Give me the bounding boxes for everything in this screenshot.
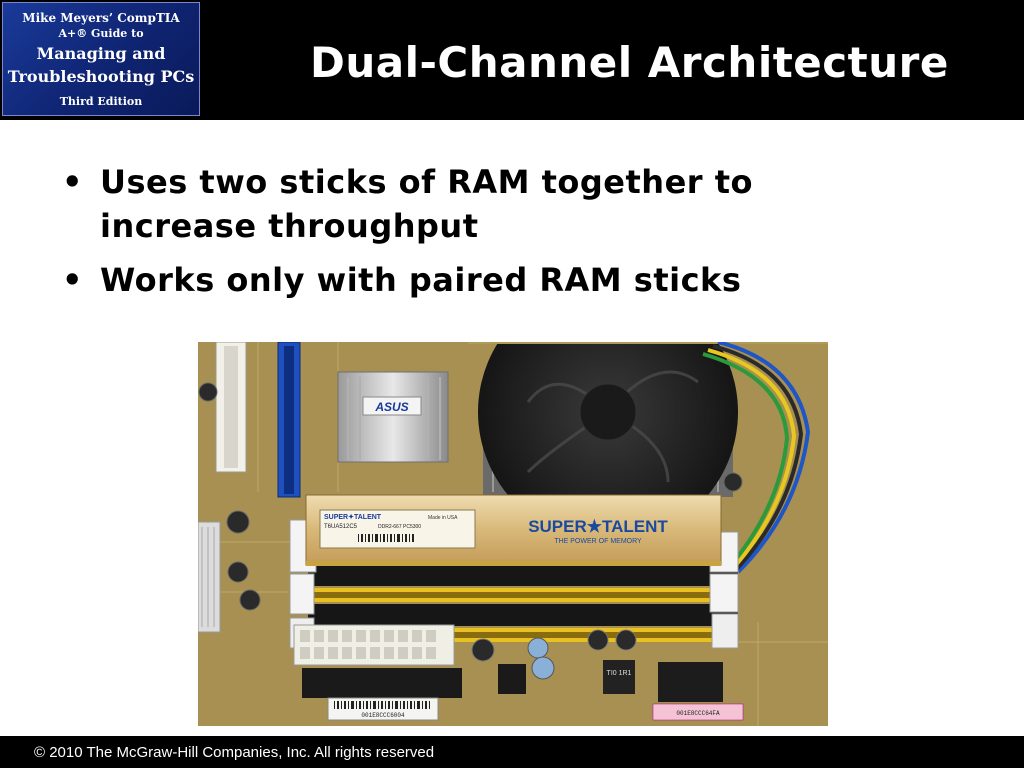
cpu-fan xyxy=(478,342,738,542)
mosfet-chip xyxy=(498,664,526,694)
header-bar: Mike Meyers’ CompTIA A+® Guide to Managi… xyxy=(0,0,1024,120)
book-line-3: Managing and xyxy=(36,44,166,63)
ram-sticker-spec: DDR2-667 PC5300 xyxy=(378,524,421,530)
bullet-item: • Works only with paired RAM sticks xyxy=(62,258,902,302)
footer-bar: © 2010 The McGraw-Hill Companies, Inc. A… xyxy=(0,736,1024,768)
tio-chip xyxy=(603,660,635,694)
book-line-5: Third Edition xyxy=(59,95,143,108)
barcode-left-text: 001E8CCC6004 xyxy=(361,712,405,719)
book-line-1: Mike Meyers’ CompTIA xyxy=(22,11,180,25)
ram-slot-black-2 xyxy=(308,604,738,626)
ram-tagline: THE POWER OF MEMORY xyxy=(554,538,642,545)
book-cover-logo: Mike Meyers’ CompTIA A+® Guide to Managi… xyxy=(2,2,200,116)
motherboard-photo: ASUS SUPER✦TALENT Made in USA T6UA512C5 … xyxy=(198,342,828,726)
bullet-dot-icon: • xyxy=(62,261,83,299)
chipset-heatsink xyxy=(337,371,449,463)
asus-label: ASUS xyxy=(374,400,408,414)
book-line-2: A+® Guide to xyxy=(58,27,144,40)
ram-brand: SUPER★TALENT xyxy=(528,517,668,536)
copyright-text: © 2010 The McGraw-Hill Companies, Inc. A… xyxy=(34,744,435,761)
slide-title: Dual-Channel Architecture xyxy=(310,38,949,87)
ram-sticker-model: T6UA512C5 xyxy=(324,524,358,530)
bullet-text: Uses two sticks of RAM together to incre… xyxy=(100,163,753,245)
chip-label: TI0 1R1 xyxy=(607,670,632,677)
ide-connector xyxy=(302,668,462,698)
bullet-dot-icon: • xyxy=(62,163,83,201)
barcode-right-label xyxy=(652,703,744,721)
capacitors xyxy=(198,382,743,680)
book-line-4: Troubleshooting PCs xyxy=(7,67,195,86)
ram-sticker-origin: Made in USA xyxy=(428,515,458,521)
io-controller-chip xyxy=(658,662,723,702)
bullet-text: Works only with paired RAM sticks xyxy=(100,261,742,299)
vrm-heatsink xyxy=(198,521,221,633)
bullet-item: • Uses two sticks of RAM together to incr… xyxy=(62,160,902,248)
barcode-right-text: 001E8CCC64FA xyxy=(676,710,720,717)
bullet-list: • Uses two sticks of RAM together to incr… xyxy=(62,160,902,312)
ram-sticker-brand: SUPER✦TALENT xyxy=(324,513,382,521)
